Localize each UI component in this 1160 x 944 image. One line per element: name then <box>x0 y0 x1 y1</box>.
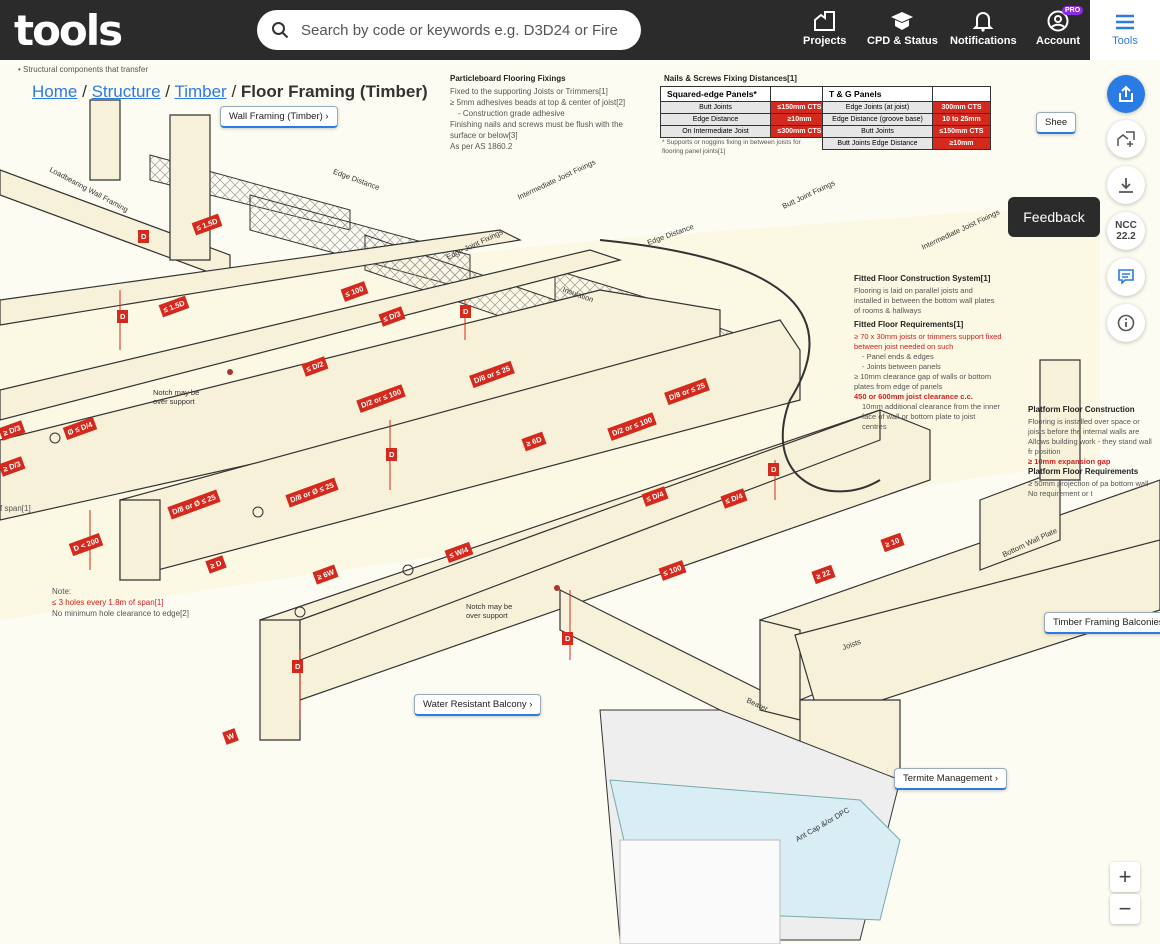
tools-menu-button[interactable]: Tools <box>1090 0 1160 60</box>
framing-drawing <box>0 60 1160 944</box>
feedback-tooltip: Feedback <box>1008 197 1100 237</box>
drawing-label: Notch may be over support <box>466 602 513 620</box>
callout-wall-framing[interactable]: Wall Framing (Timber) › <box>220 106 338 128</box>
nav-projects[interactable]: Projects <box>803 10 846 47</box>
share-icon <box>1119 85 1133 102</box>
dimension-tag: D <box>768 463 780 476</box>
holes-note: Note: ≤ 3 holes every 1.8m of span[1] No… <box>52 587 189 618</box>
top-header: tools Search by code or keywords e.g. D3… <box>0 0 1090 60</box>
breadcrumb-home[interactable]: Home <box>32 82 78 101</box>
separator: / <box>82 82 87 101</box>
pier <box>599 709 901 944</box>
share-button[interactable] <box>1107 75 1145 113</box>
add-to-project-button[interactable] <box>1107 120 1145 158</box>
house-add-icon <box>1117 131 1135 147</box>
callout-water-resistant-balcony[interactable]: Water Resistant Balcony › <box>414 694 542 716</box>
nav-label: CPD & Status <box>867 35 938 47</box>
particleboard-note: Particleboard Flooring Fixings Fixed to … <box>450 73 630 152</box>
nav-notifications[interactable]: Notifications <box>950 10 1017 47</box>
zoom-in-button[interactable]: + <box>1110 862 1140 892</box>
dimension-tag: D <box>386 448 398 461</box>
notch-marker <box>554 585 560 591</box>
breadcrumb-timber[interactable]: Timber <box>174 82 227 101</box>
download-icon <box>1119 178 1133 193</box>
feedback-button[interactable] <box>1107 258 1145 296</box>
table-header: T & G Panels <box>822 86 933 102</box>
download-button[interactable] <box>1107 166 1145 204</box>
nav-account[interactable]: PRO Account <box>1036 6 1084 47</box>
notch-marker <box>227 369 233 375</box>
breadcrumb-structure[interactable]: Structure <box>91 82 161 101</box>
drawing-label: Notch may be over support <box>153 388 200 406</box>
nav-label: Account <box>1036 35 1080 47</box>
callout-termite-management[interactable]: Termite Management › <box>894 768 1008 790</box>
holes <box>49 432 414 618</box>
dimension-tag: D <box>117 310 129 323</box>
callout-timber-framing-balconies[interactable]: Timber Framing Balconies › <box>1044 612 1160 634</box>
zoom-out-button[interactable]: − <box>1110 894 1140 924</box>
nav-label: Notifications <box>950 35 1017 47</box>
note-item: - Construction grade adhesive <box>458 109 565 118</box>
note-item: Fixed to the supporting Joists or Trimme… <box>450 87 608 96</box>
pro-badge: PRO <box>1062 6 1084 15</box>
page-title: Floor Framing (Timber) <box>240 82 428 101</box>
top-left-note: • Structural components that transfer <box>18 65 148 74</box>
hamburger-icon <box>1116 14 1134 30</box>
platform-floor-note: Platform Floor Construction Flooring is … <box>1028 405 1152 498</box>
tools-label: Tools <box>1112 35 1138 47</box>
search-placeholder: Search by code or keywords e.g. D3D24 or… <box>301 21 618 39</box>
note-item: ≥ 5mm adhesives beads at top & center of… <box>450 98 626 107</box>
table-header: Squared-edge Panels* <box>660 86 771 102</box>
callout-sheet[interactable]: Shee <box>1036 112 1077 134</box>
separator: / <box>231 82 237 101</box>
graduation-cap-icon <box>891 12 914 30</box>
nav-cpd-status[interactable]: CPD & Status <box>867 10 938 47</box>
ncc-version: 22.2 <box>1116 231 1136 242</box>
note-title: Particleboard Flooring Fixings <box>450 74 566 83</box>
feedback-icon <box>1118 269 1134 285</box>
account-icon <box>1047 10 1069 32</box>
nav-label: Projects <box>803 35 847 47</box>
separator: / <box>165 82 171 101</box>
note-item: Finishing nails and screws must be flush… <box>450 120 623 140</box>
ncc-label: NCC <box>1115 220 1137 231</box>
note-item: ≥ 70 x 30mm joists or trimmers support f… <box>854 332 1002 351</box>
search-icon <box>272 22 289 39</box>
info-button[interactable] <box>1107 304 1145 342</box>
dimension-tag: D <box>138 230 150 243</box>
fitted-floor-note: Fitted Floor Construction System[1] Floo… <box>854 274 1002 431</box>
floor-sheet-curl <box>599 239 881 493</box>
tg-panels-table: T & G Panels Edge Joints (at joist)300mm… <box>822 86 991 150</box>
projects-icon <box>813 11 835 31</box>
dimension-tag: D <box>292 660 304 673</box>
breadcrumb: Home / Structure / Timber / Floor Framin… <box>32 82 428 102</box>
bell-icon <box>972 12 994 32</box>
squared-footnote: * Supports or noggins fixing in between … <box>662 139 801 155</box>
floor-framing-diagram[interactable]: • Structural components that transfer Ho… <box>0 60 1160 944</box>
nails-title: Nails & Screws Fixing Distances[1] <box>664 74 797 83</box>
dimension-tag: D <box>562 632 574 645</box>
span-note: f span[1] <box>0 504 31 513</box>
dimension-tag: D <box>460 305 472 318</box>
note-item: Flooring is laid on parallel joists and … <box>854 286 995 315</box>
note-item: As per AS 1860.2 <box>450 142 513 151</box>
search-input[interactable]: Search by code or keywords e.g. D3D24 or… <box>257 10 641 50</box>
squared-edge-table: Squared-edge Panels* Butt Joints≤150mm C… <box>660 86 829 138</box>
info-icon <box>1117 314 1135 332</box>
tools-logo[interactable]: tools <box>14 6 123 55</box>
